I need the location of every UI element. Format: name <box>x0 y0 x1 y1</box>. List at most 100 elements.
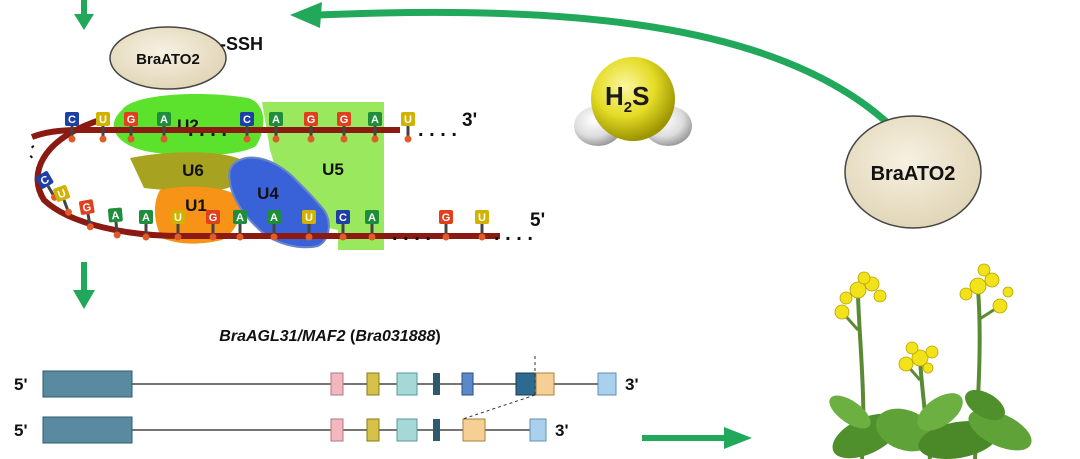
nucleotide-bottom-10: C <box>336 210 350 241</box>
nucleotide-letter: A <box>142 212 150 224</box>
gene-title-name: BraAGL31/MAF2 <box>219 328 345 345</box>
svg-text:. . . .: . . . . <box>494 223 533 245</box>
gene-structure: BraAGL31/MAF2 (Bra031888) 5' 3' 5' <box>14 328 639 444</box>
nucleotide-letter: G <box>209 212 218 224</box>
gene-title: BraAGL31/MAF2 (Bra031888) <box>219 328 440 345</box>
u5-label: U5 <box>322 160 344 179</box>
svg-text:. . . .: . . . . <box>418 119 457 141</box>
nucleotide-letter: A <box>111 210 120 223</box>
exon-2 <box>330 372 344 396</box>
nucleotide-top-9: U <box>401 112 415 143</box>
nucleotide-letter: C <box>243 114 251 126</box>
gene-title-paren-close: ) <box>435 328 440 345</box>
transcript-1: 5' 3' <box>14 370 639 398</box>
nucleotide-letter: A <box>236 212 244 224</box>
nucleotide-bottom-3: A <box>107 207 123 239</box>
arrow-to-plant <box>642 427 752 449</box>
h2s-s: S <box>632 81 649 111</box>
nucleotide-letter: G <box>82 201 93 214</box>
nucleotide-letter: C <box>339 212 347 224</box>
protein-small-label: BraATO2 <box>136 51 200 68</box>
transcript1-5prime: 5' <box>14 375 28 394</box>
exon-3 <box>366 372 380 396</box>
u2-snrnp <box>113 94 264 156</box>
exon-6 <box>461 372 474 396</box>
h2s-molecule: H2S <box>574 57 692 146</box>
gene-title-paren-open: ( <box>346 328 356 345</box>
nucleotide-bottom-9: U <box>302 210 316 241</box>
arrow-curved-to-protein <box>290 2 896 131</box>
nucleotide-letter: G <box>127 114 136 126</box>
nucleotide-letter: A <box>270 212 278 224</box>
nucleotide-bottom-0: C <box>35 171 58 201</box>
ssh-tag: -SSH <box>220 34 263 54</box>
nucleotide-letter: C <box>68 114 76 126</box>
nucleotide-bottom-4: A <box>139 210 153 241</box>
gene-title-id: Bra031888 <box>355 328 435 345</box>
h2s-h: H <box>605 81 624 111</box>
protein-large-label: BraATO2 <box>871 163 956 185</box>
snrnp-complex: U2 U6 U1 U4 U5 <box>113 94 384 250</box>
nucleotide-top-0: C <box>65 112 79 143</box>
nucleotide-top-1: U <box>96 112 110 143</box>
u4-snrnp <box>228 156 330 249</box>
nucleotide-bottom-6: G <box>206 210 220 241</box>
h2s-subscript: 2 <box>624 99 632 116</box>
nucleotide-bottom-12: G <box>439 210 453 241</box>
nucleotide-letter: A <box>272 114 280 126</box>
u6-snrnp <box>130 152 244 191</box>
transcript2-3prime: 3' <box>555 421 569 440</box>
nucleotide-bottom-13: U <box>475 210 489 241</box>
nucleotide-letter: U <box>404 114 412 126</box>
nucleotide-bottom-2: G <box>78 199 95 231</box>
braato2-ssh-protein: BraATO2 -SSH <box>109 26 263 90</box>
transcript-2: 5' 3' <box>14 416 569 444</box>
nucleotide-letter: G <box>442 212 451 224</box>
u1-label: U1 <box>185 196 207 215</box>
braato2-protein: BraATO2 <box>844 115 982 229</box>
nucleotide-letter: U <box>174 212 182 224</box>
nucleotide-letter: A <box>160 114 168 126</box>
nucleotide-letter: U <box>305 212 313 224</box>
exon-8 <box>535 372 555 396</box>
rna-top-3prime: 3' <box>462 110 477 131</box>
arrow-mid-down <box>73 262 95 309</box>
nucleotide-letter: A <box>371 114 379 126</box>
u1-snrnp <box>154 186 241 244</box>
nucleotide-letter: U <box>478 212 486 224</box>
arrow-top-down <box>74 0 94 30</box>
nucleotide-top-4: C <box>240 112 254 143</box>
exon-5 <box>433 373 440 395</box>
nucleotide-bottom-7: A <box>233 210 247 241</box>
nucleotide-top-8: A <box>368 112 382 143</box>
nucleotide-top-6: G <box>304 112 318 143</box>
svg-text:. . . .: . . . . <box>188 119 227 141</box>
nucleotide-letter: A <box>368 212 376 224</box>
exon-4 <box>396 372 418 396</box>
nucleotide-letter: G <box>340 114 349 126</box>
nucleotide-letter: U <box>99 114 107 126</box>
nucleotide-top-7: G <box>337 112 351 143</box>
transcript2-5prime: 5' <box>14 421 28 440</box>
exon-1 <box>42 370 133 398</box>
nucleotide-top-2: G <box>124 112 138 143</box>
exon-7 <box>515 372 537 396</box>
nucleotide-letter: U <box>56 187 68 201</box>
nucleotide-top-3: A <box>157 112 171 143</box>
nucleotide-top-5: A <box>269 112 283 143</box>
exon-9 <box>597 372 617 396</box>
u6-label: U6 <box>182 161 204 180</box>
nucleotide-letter: G <box>307 114 316 126</box>
nucleotide-bottom-5: U <box>171 210 185 241</box>
nucleotide-bottom-1: U <box>53 185 72 216</box>
svg-text:H2S: H2S <box>605 81 649 116</box>
nucleotide-bottom-11: A <box>365 210 379 241</box>
u5-snrnp <box>262 102 384 250</box>
u4-label: U4 <box>257 184 279 203</box>
rna-bottom-5prime: 5' <box>530 210 545 231</box>
svg-text:. . . .: . . . . <box>392 223 431 245</box>
transcript1-3prime: 3' <box>625 375 639 394</box>
brassica-plant-illustration <box>829 263 1032 459</box>
